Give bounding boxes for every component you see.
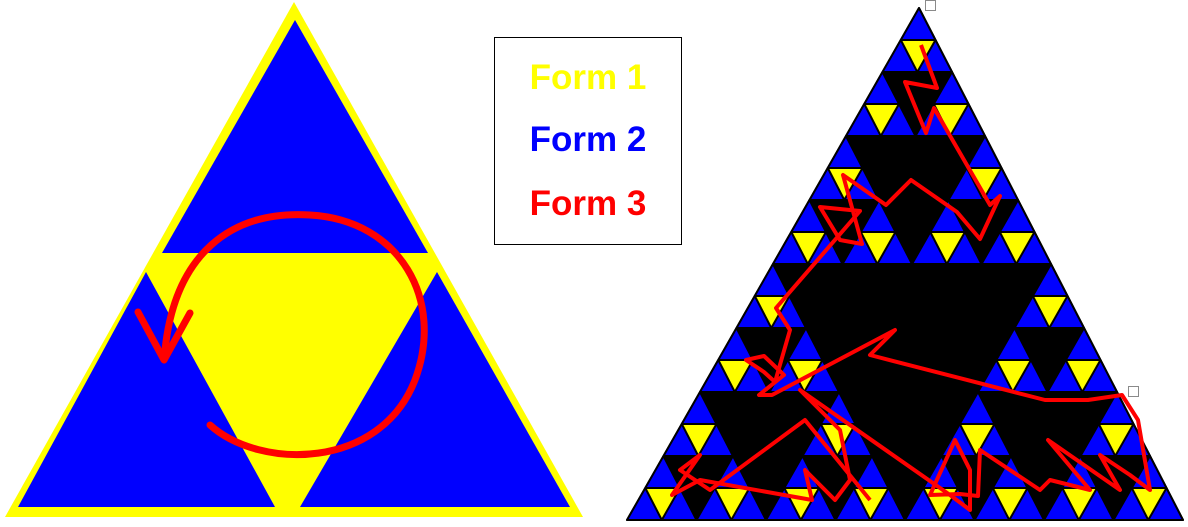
right-small-yellow-triangle [1031,295,1069,329]
selection-handle-top[interactable] [925,0,936,11]
right-small-yellow-triangle [1097,423,1135,457]
legend-form-3: Form 3 [529,184,647,223]
arrow-head-icon [134,308,194,364]
right-small-yellow-triangle [819,423,857,457]
legend-box: Form 1 Form 2 Form 3 [494,37,682,245]
right-small-yellow-triangle [713,487,751,521]
right-small-yellow-triangle [958,423,996,457]
right-triangle-figure [626,7,1184,521]
left-triangle-figure [5,2,583,517]
legend-form-1: Form 1 [529,58,647,97]
right-small-yellow-triangle [929,231,966,265]
left-top-blue-triangle [162,20,428,253]
circular-arrow-icon [161,211,428,459]
right-small-yellow-triangle [998,231,1036,265]
right-small-yellow-triangle [852,487,890,521]
right-small-yellow-triangle [790,231,827,265]
left-bottom-left-blue-triangle [18,272,275,507]
right-small-yellow-triangle [680,423,718,457]
left-center-yellow-triangle [160,263,428,498]
selection-handle-right[interactable] [1128,386,1139,397]
legend-form-2: Form 2 [529,120,647,159]
right-small-yellow-triangle [1064,359,1102,393]
red-zigzag-path [670,44,1152,512]
right-small-yellow-triangle [863,103,900,137]
right-small-yellow-triangle [717,359,754,393]
right-small-yellow-triangle [995,359,1032,393]
left-bottom-right-blue-triangle [300,272,570,507]
right-small-yellow-triangle [859,231,897,265]
right-small-yellow-triangle [991,487,1029,521]
